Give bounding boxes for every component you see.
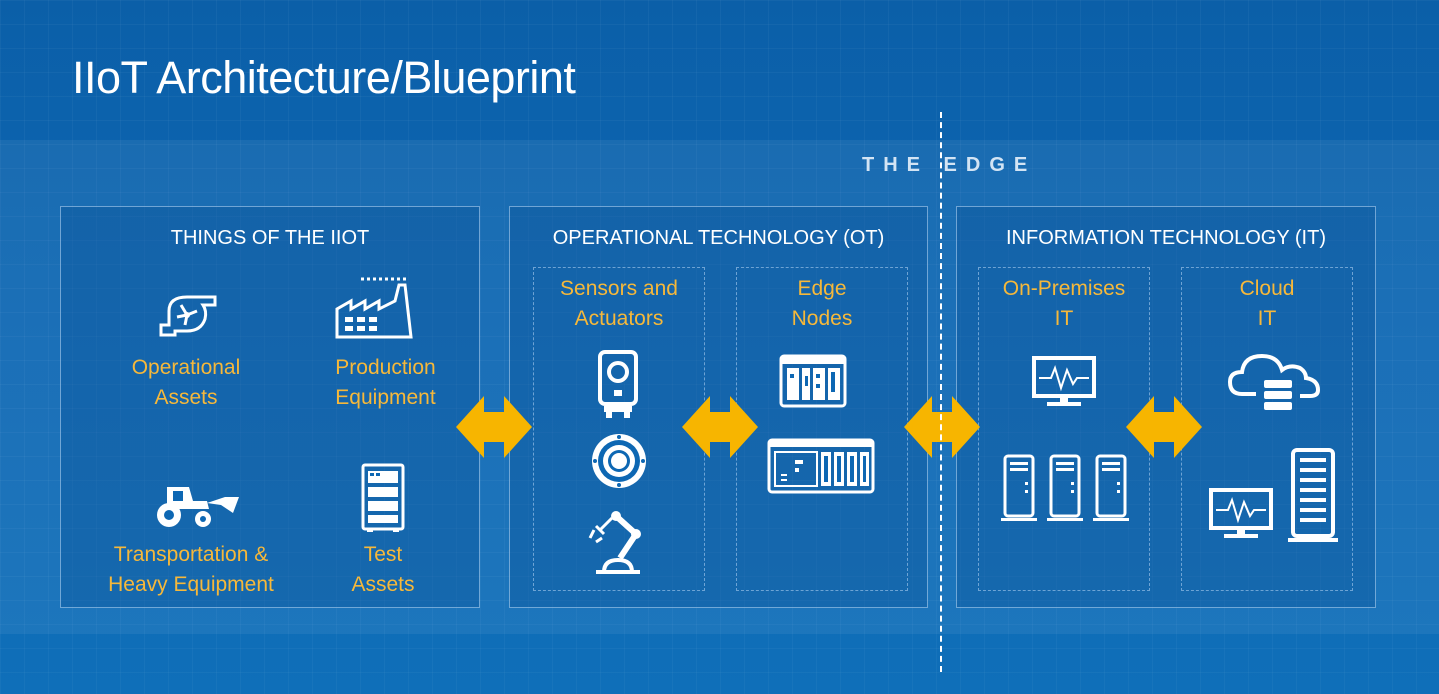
label-line: Equipment: [335, 386, 436, 409]
page-title: IIoT Architecture/Blueprint: [72, 52, 576, 103]
monitor-icon: [1032, 356, 1096, 406]
edge-nodes-box: Edge Nodes: [736, 267, 908, 591]
loader-tractor-icon: [157, 487, 239, 527]
edge-label: THE EDGE: [862, 154, 1037, 176]
test-rack-icon: [361, 463, 405, 532]
server-rack-icon: [1288, 448, 1338, 542]
label-line: Assets: [154, 386, 218, 409]
label-line: IT: [1257, 307, 1277, 330]
operational-assets-label: Operational Assets: [101, 353, 271, 413]
things-panel: THINGS OF THE IIOT Operational Assets Pr…: [60, 206, 480, 608]
edge-divider-line: [940, 112, 942, 672]
factory-icon: [335, 277, 413, 339]
label-line: On-Premises: [1002, 277, 1126, 300]
label-line: Test: [363, 543, 403, 566]
on-premises-box: On-Premises IT: [978, 267, 1150, 591]
label-line: Edge: [797, 277, 847, 300]
monitor-icon: [1209, 488, 1273, 538]
test-assets-label: Test Assets: [323, 540, 443, 600]
server-tower-icon: [1001, 454, 1129, 521]
label-line: Cloud: [1239, 277, 1295, 300]
ot-panel: OPERATIONAL TECHNOLOGY (OT) Sensors and …: [509, 206, 928, 608]
ot-header: OPERATIONAL TECHNOLOGY (OT): [552, 227, 885, 249]
controller-rack-icon: [767, 438, 875, 494]
label-line: Actuators: [574, 307, 664, 330]
transportation-label: Transportation & Heavy Equipment: [91, 540, 291, 600]
label-line: Nodes: [791, 307, 853, 330]
cloud-database-icon: [1228, 353, 1320, 410]
edge-nodes-label: Edge Nodes: [737, 274, 907, 334]
cloud-box: Cloud IT: [1181, 267, 1353, 591]
edge-band: [0, 140, 1439, 634]
edge-device-icon: [779, 354, 847, 408]
turbine-icon: [159, 295, 217, 337]
speaker-sensor-icon: [592, 434, 646, 488]
camera-sensor-icon: [598, 350, 638, 418]
robot-arm-icon: [588, 511, 641, 574]
double-arrow-icon: [682, 396, 758, 458]
cloud-label: Cloud IT: [1182, 274, 1352, 334]
label-line: Assets: [351, 573, 415, 596]
sensors-actuators-label: Sensors and Actuators: [534, 274, 704, 334]
double-arrow-icon: [456, 396, 532, 458]
production-equipment-label: Production Equipment: [293, 353, 478, 413]
label-line: Transportation &: [113, 543, 269, 566]
sensors-actuators-box: Sensors and Actuators: [533, 267, 705, 591]
it-panel: INFORMATION TECHNOLOGY (IT) On-Premises …: [956, 206, 1376, 608]
double-arrow-icon: [904, 396, 980, 458]
label-line: Sensors and: [560, 277, 678, 300]
label-line: Operational: [131, 356, 241, 379]
label-line: IT: [1054, 307, 1074, 330]
double-arrow-icon: [1126, 396, 1202, 458]
label-line: Heavy Equipment: [108, 573, 274, 596]
label-line: Production: [335, 356, 436, 379]
things-header: THINGS OF THE IIOT: [170, 227, 370, 249]
it-header: INFORMATION TECHNOLOGY (IT): [1005, 227, 1326, 249]
on-premises-label: On-Premises IT: [979, 274, 1149, 334]
